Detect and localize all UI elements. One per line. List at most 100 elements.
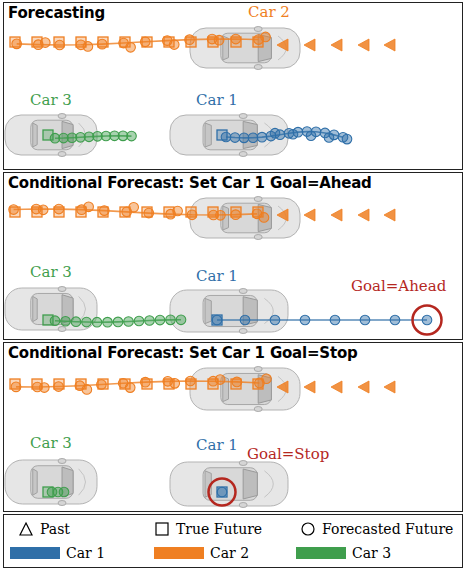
forecast-circle bbox=[83, 42, 93, 52]
forecast-circle bbox=[360, 315, 370, 325]
car-illustration bbox=[5, 287, 97, 332]
forecast-circle bbox=[54, 204, 64, 214]
car-node: Car 3 bbox=[5, 288, 97, 330]
forecast-circle bbox=[275, 130, 285, 140]
forecast-circle bbox=[166, 315, 176, 325]
legend-text: Car 1 bbox=[66, 545, 105, 561]
forecast-circle bbox=[145, 316, 155, 326]
goal-outline bbox=[207, 477, 237, 507]
car-body bbox=[190, 198, 300, 238]
forecast-circle bbox=[55, 40, 65, 50]
forecast-circle bbox=[113, 317, 123, 327]
forecast-circle bbox=[330, 315, 340, 325]
car-illustration bbox=[170, 461, 288, 508]
true-future-square bbox=[217, 487, 227, 497]
forecast-circle bbox=[134, 316, 144, 326]
panel-box: ForecastingCar 2Car 3Car 1 bbox=[3, 2, 463, 170]
forecast-circle bbox=[293, 127, 303, 137]
legend-triangle bbox=[20, 523, 32, 535]
car-label: Car 3 bbox=[30, 434, 72, 452]
forecast-circle bbox=[127, 131, 137, 141]
forecast-circle bbox=[155, 315, 165, 325]
car-mirror bbox=[254, 27, 262, 32]
car-body bbox=[170, 290, 288, 332]
legend-circle bbox=[302, 523, 314, 535]
car-mirror bbox=[239, 152, 247, 157]
car-body bbox=[190, 368, 300, 410]
past-triangle bbox=[358, 39, 369, 51]
legend-text: Car 3 bbox=[352, 545, 391, 561]
car-illustration bbox=[190, 367, 300, 412]
true-future-square bbox=[212, 315, 222, 325]
forecast-circle bbox=[82, 385, 92, 395]
legend-text: Car 2 bbox=[210, 545, 249, 561]
forecast-circle bbox=[239, 133, 249, 143]
car-cabin bbox=[203, 120, 257, 150]
forecast-circle bbox=[300, 315, 310, 325]
legend-swatch bbox=[10, 547, 60, 559]
legend-text: Forecasted Future bbox=[322, 521, 453, 537]
past-triangle bbox=[277, 209, 288, 221]
forecast-circle bbox=[390, 315, 400, 325]
forecast-circle bbox=[329, 130, 339, 140]
forecast-circle bbox=[214, 35, 224, 45]
car-mirror bbox=[239, 503, 247, 508]
forecast-circle bbox=[422, 315, 432, 325]
car-mirror bbox=[239, 114, 247, 119]
car-node: Car 3 bbox=[5, 460, 97, 504]
forecast-circle bbox=[270, 315, 280, 325]
panel-title: Conditional Forecast: Set Car 1 Goal=Ahe… bbox=[8, 174, 372, 192]
car-mirror bbox=[58, 327, 66, 332]
legend-item: Car 1 bbox=[10, 545, 105, 561]
legend-text: True Future bbox=[176, 521, 262, 537]
car-label: Car 1 bbox=[196, 267, 238, 285]
car-cabin bbox=[203, 295, 257, 326]
car-node: Car 1 bbox=[170, 462, 288, 506]
forecast-circle bbox=[176, 315, 186, 325]
past-triangle bbox=[358, 381, 369, 393]
forecast-circle bbox=[186, 376, 196, 386]
car-mirror bbox=[58, 501, 66, 506]
legend-item: Forecasted Future bbox=[300, 521, 453, 537]
legend-text: Past bbox=[40, 521, 70, 537]
forecast-circle bbox=[50, 316, 60, 326]
forecast-circle bbox=[216, 211, 226, 221]
car-cabin bbox=[31, 466, 73, 499]
car-mirror bbox=[58, 287, 66, 292]
forecast-circle bbox=[248, 133, 258, 143]
past-triangle bbox=[277, 39, 288, 51]
car-illustration bbox=[190, 197, 300, 240]
forecast-circle bbox=[261, 32, 271, 42]
legend-swatch bbox=[154, 547, 204, 559]
forecast-circle bbox=[170, 379, 180, 389]
forecast-circle bbox=[97, 39, 107, 49]
forecast-circle bbox=[11, 382, 21, 392]
legend-shape bbox=[18, 521, 34, 537]
car-mirror bbox=[58, 152, 66, 157]
legend-item: Car 3 bbox=[296, 545, 391, 561]
forecast-circle bbox=[129, 203, 139, 213]
car-rear-window bbox=[205, 123, 211, 147]
car-cabin bbox=[221, 373, 272, 404]
forecast-circle bbox=[257, 132, 267, 142]
forecast-circle bbox=[215, 375, 225, 385]
legend-swatch bbox=[296, 547, 346, 559]
legend-item: Car 2 bbox=[154, 545, 249, 561]
forecast-circle bbox=[185, 35, 195, 45]
panel-box: Conditional Forecast: Set Car 1 Goal=Ahe… bbox=[3, 172, 463, 340]
forecast-circle bbox=[103, 317, 113, 327]
past-triangle bbox=[358, 209, 369, 221]
car-node: Car 1 bbox=[170, 115, 288, 155]
car-illustration bbox=[5, 459, 97, 506]
forecast-circle bbox=[84, 202, 94, 212]
car-mirror bbox=[58, 114, 66, 119]
past-triangle bbox=[384, 39, 395, 51]
forecast-circle bbox=[9, 205, 19, 215]
car-cabin bbox=[31, 120, 73, 150]
past-triangle bbox=[384, 209, 395, 221]
forecast-circle bbox=[125, 383, 135, 393]
forecast-circle bbox=[38, 205, 48, 215]
car-body bbox=[5, 115, 97, 155]
goal-label: Goal=Stop bbox=[247, 445, 329, 463]
forecast-circle bbox=[231, 210, 241, 220]
